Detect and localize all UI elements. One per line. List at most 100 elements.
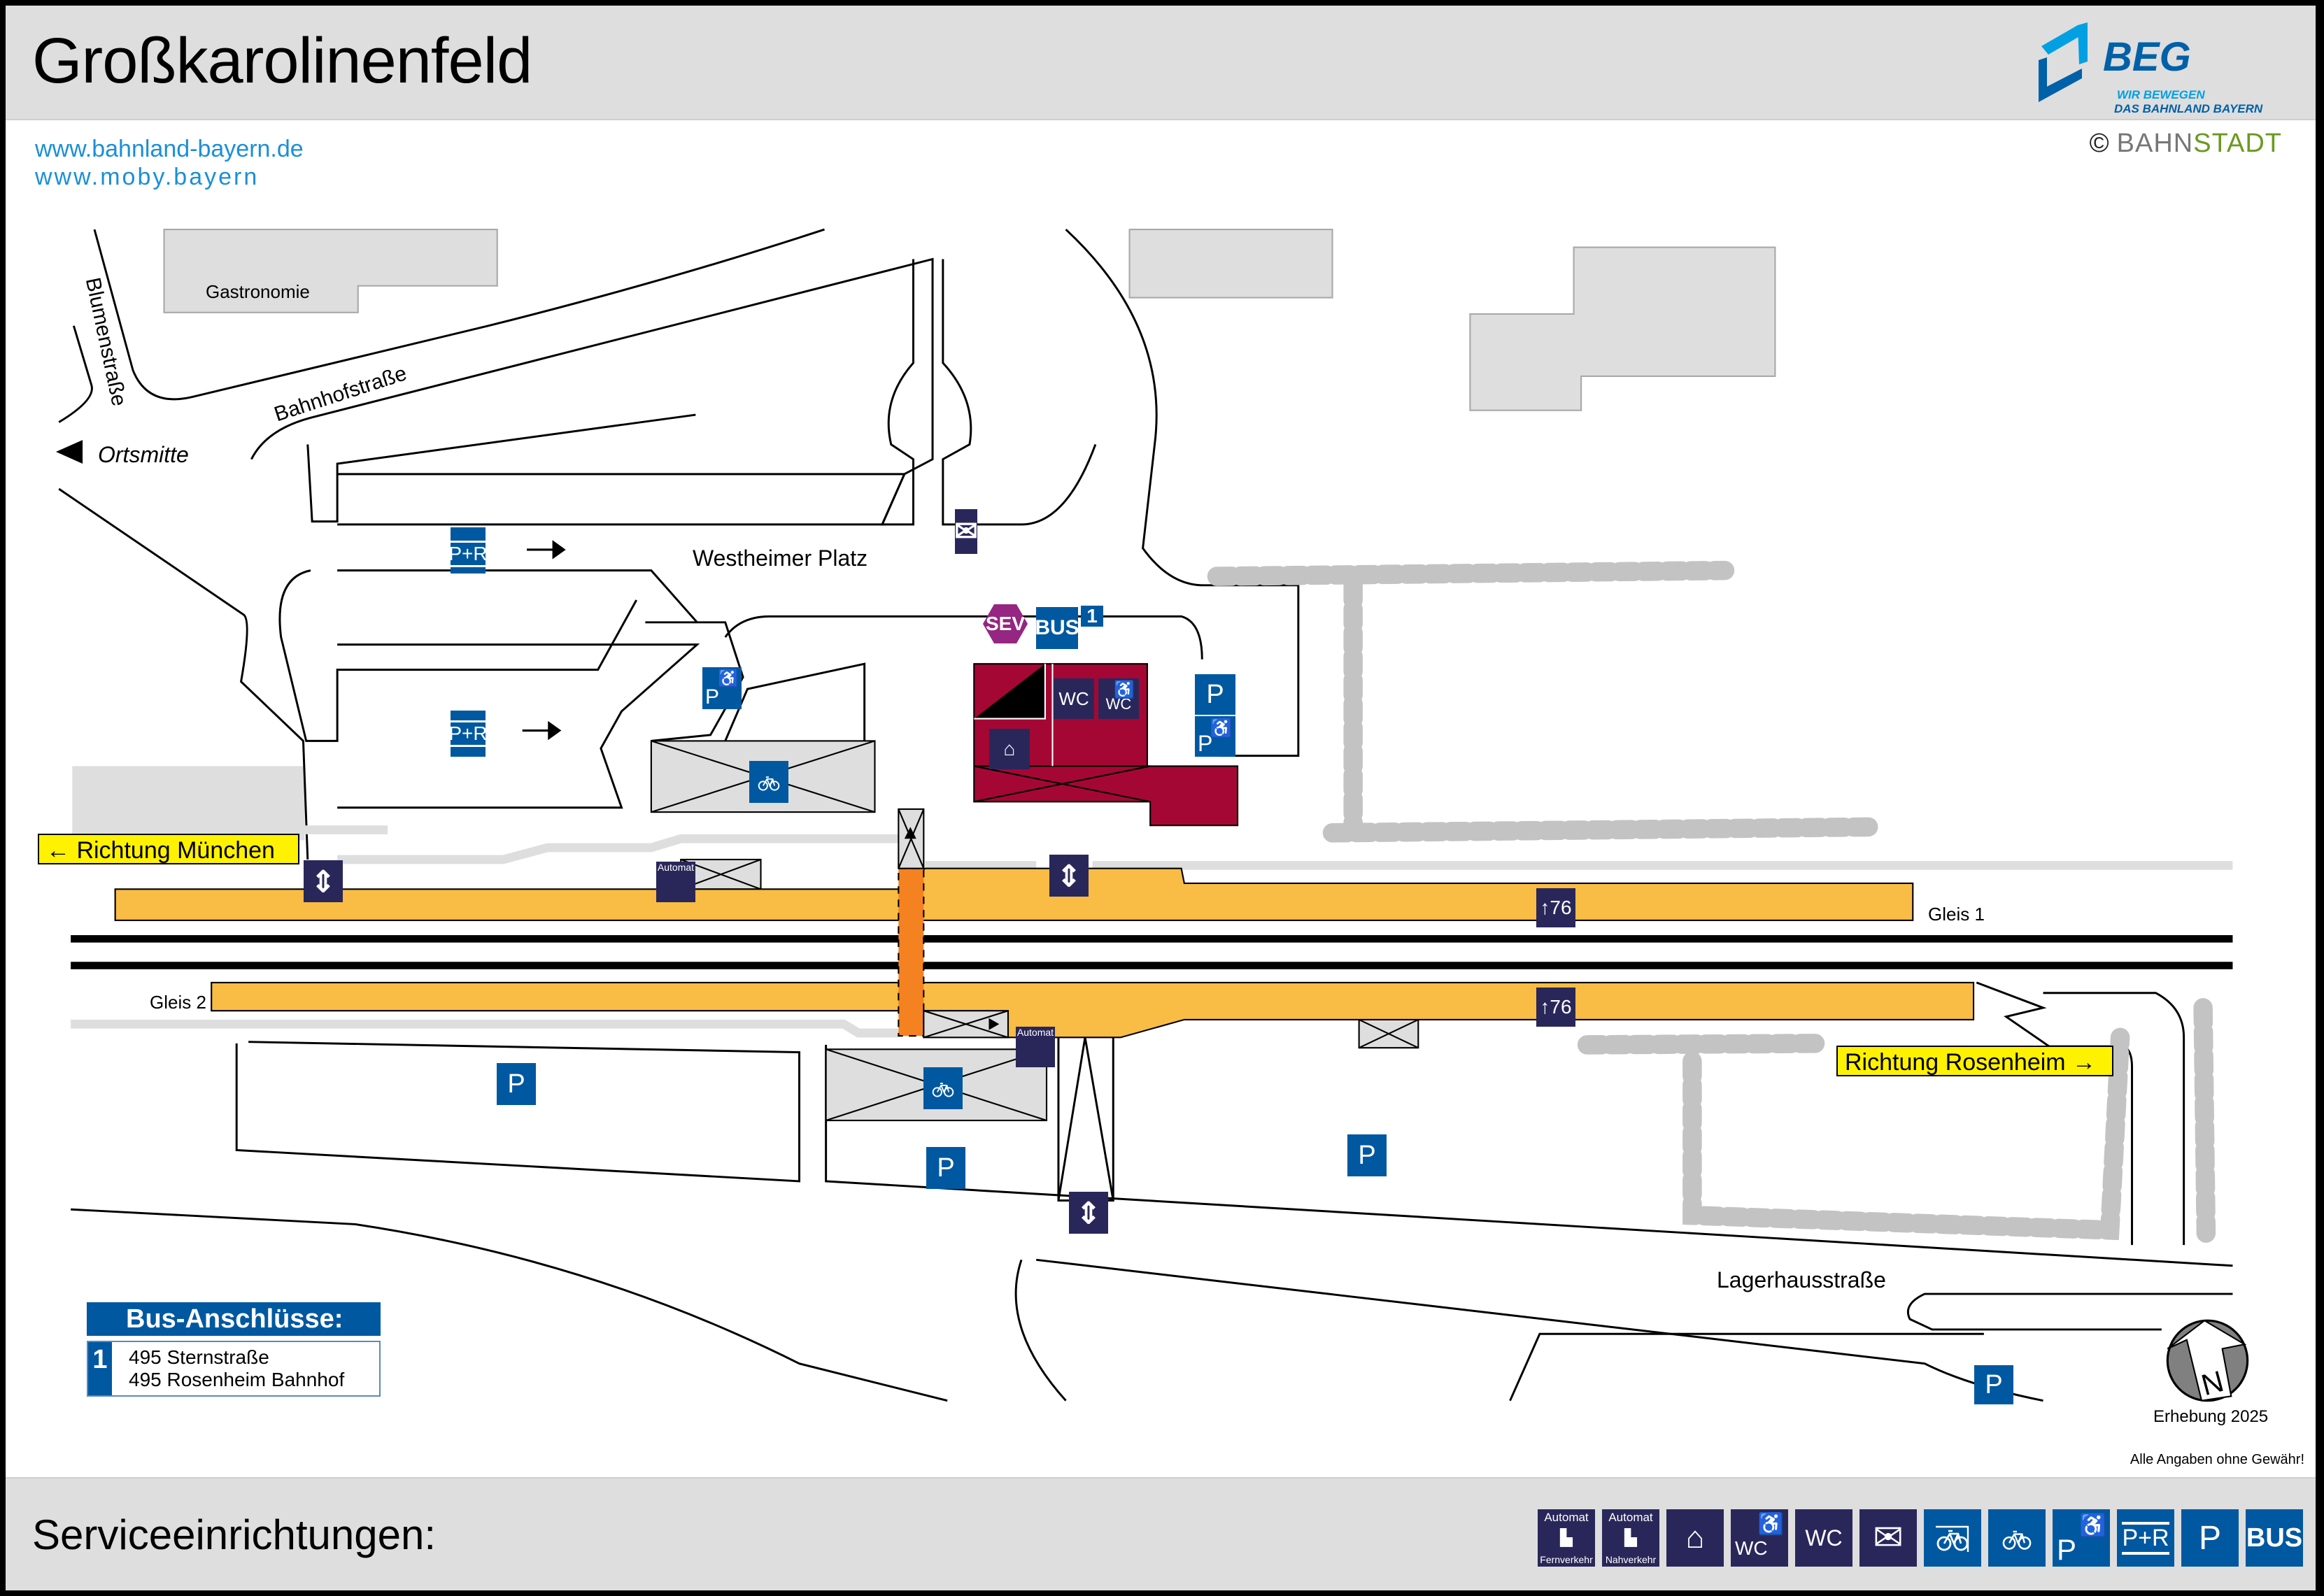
legend-label-bottom: Nahverkehr bbox=[1605, 1554, 1657, 1565]
legend-label: WC bbox=[1735, 1537, 1768, 1559]
lift-sign-south[interactable]: ⇕ bbox=[1069, 1192, 1108, 1234]
platform-height-value: 76 bbox=[1550, 996, 1572, 1018]
parking-sign-station[interactable]: P bbox=[1195, 674, 1235, 715]
automat-label: Automat bbox=[657, 862, 695, 873]
bus-connections-title: Bus-Anschlüsse: bbox=[87, 1302, 381, 1336]
automat-label: Automat bbox=[1016, 1027, 1054, 1038]
street-outlines bbox=[58, 228, 2233, 1402]
link-moby-bayern[interactable]: www.moby.bayern bbox=[35, 164, 260, 190]
legend-label-bottom: Fernverkehr bbox=[1540, 1554, 1593, 1565]
bus-stop-number-badge[interactable]: 1 bbox=[1081, 605, 1103, 627]
legend-label: P bbox=[2198, 1519, 2221, 1557]
hedges bbox=[1207, 560, 2216, 1243]
ticket-machine-regional-icon[interactable]: Automat ▙ Nahverkehr bbox=[1602, 1509, 1659, 1567]
platform-height-value: 76 bbox=[1550, 897, 1572, 918]
bus-icon[interactable]: BUS bbox=[2246, 1509, 2303, 1567]
direction-sign-rosenheim: Richtung Rosenheim → bbox=[1836, 1046, 2113, 1076]
label-gleis-1: Gleis 1 bbox=[1928, 904, 1985, 925]
parking-icon[interactable]: P bbox=[2181, 1509, 2239, 1567]
disclaimer: Alle Angaben ohne Gewähr! bbox=[2130, 1452, 2304, 1467]
legend-label-top: Automat bbox=[1544, 1511, 1589, 1524]
station-map-page: N Gastronomie Blumenstraße Bahnhofstraße… bbox=[6, 6, 2316, 1590]
link-bahnland-bayern[interactable]: www.bahnland-bayern.de bbox=[35, 136, 304, 162]
parking-sign-south-east[interactable]: P bbox=[1347, 1134, 1387, 1176]
beg-logo[interactable]: BEG WIR BEWEGEN DAS BAHNLAND BAYERN bbox=[2036, 13, 2288, 117]
legend-label: WC bbox=[1805, 1525, 1843, 1551]
wheelchair-icon: ♿ bbox=[718, 669, 739, 688]
waiting-room-icon[interactable]: ⌂ bbox=[1666, 1509, 1724, 1567]
accessible-wc-icon[interactable]: WC ♿ bbox=[1731, 1509, 1788, 1567]
wheelchair-icon: ♿ bbox=[2079, 1513, 2107, 1538]
park-and-ride-label: P+R bbox=[448, 720, 488, 747]
ticket-glyph: ▙ bbox=[1624, 1529, 1637, 1546]
legend-label-top: Automat bbox=[1608, 1511, 1653, 1524]
bike-glyph bbox=[2002, 1530, 2032, 1550]
ticket-machine-long-distance-icon[interactable]: Automat ▙ Fernverkehr bbox=[1538, 1509, 1595, 1567]
bike-parking-icon[interactable] bbox=[1988, 1509, 2046, 1567]
gastronomie-building bbox=[163, 229, 498, 313]
bus-stop-number: 1 bbox=[88, 1342, 112, 1395]
header: Großkarolinenfeld BEG WIR BEWEGEN DAS BA… bbox=[6, 6, 2316, 120]
covered-bike-parking-icon[interactable] bbox=[1924, 1509, 1981, 1567]
waiting-room-sign[interactable]: ⌂ bbox=[989, 729, 1030, 769]
lift-sign-center[interactable]: ⇕ bbox=[1049, 855, 1089, 897]
beg-tagline-1: WIR BEWEGEN bbox=[2117, 88, 2205, 101]
accessible-wc-sign[interactable]: WC ♿ bbox=[1098, 678, 1139, 719]
ticket-machine-gleis2[interactable]: Automat bbox=[1016, 1027, 1055, 1067]
copyright-part-2: STADT bbox=[2193, 129, 2282, 158]
legend-label: P+R bbox=[2122, 1521, 2169, 1555]
platform-gleis-1 bbox=[114, 867, 1914, 921]
stairs-south bbox=[923, 1010, 1009, 1039]
park-and-ride-sign-north[interactable]: P+R bbox=[448, 527, 488, 573]
bus-line: 495 Rosenheim Bahnhof bbox=[129, 1369, 345, 1390]
building-north bbox=[1128, 229, 1333, 299]
ortsmitte-arrow-icon bbox=[55, 440, 83, 464]
parking-sign-south-west[interactable]: P bbox=[497, 1063, 536, 1105]
beg-tagline-2: DAS BAHNLAND BAYERN bbox=[2114, 102, 2263, 115]
wc-sign[interactable]: WC bbox=[1054, 678, 1094, 719]
shelter-gleis2 bbox=[1358, 1018, 1419, 1049]
accessible-parking-sign-station[interactable]: P ♿ bbox=[1195, 716, 1235, 757]
legend-label: BUS bbox=[2246, 1523, 2303, 1553]
ticket-machine-gleis1[interactable]: Automat bbox=[656, 862, 695, 902]
label-ortsmitte: Ortsmitte bbox=[98, 442, 189, 467]
covered-bike-parking-sign-north[interactable] bbox=[749, 761, 788, 803]
mailbox-icon[interactable]: ✉ bbox=[954, 509, 978, 554]
bike-icon bbox=[932, 1083, 954, 1097]
track-2 bbox=[71, 962, 2233, 969]
parking-label: P bbox=[1985, 1369, 2003, 1399]
accessible-parking-icon[interactable]: P ♿ bbox=[2053, 1509, 2110, 1567]
wc-icon[interactable]: WC bbox=[1795, 1509, 1852, 1567]
street-lagerhausstrasse: Lagerhausstraße bbox=[1717, 1267, 1886, 1292]
building-northeast bbox=[1469, 246, 1776, 411]
bus-label: BUS bbox=[1035, 616, 1079, 639]
platform-height-sign-gleis1: ↑76 bbox=[1536, 888, 1575, 927]
lift-sign-west[interactable]: ⇕ bbox=[304, 860, 343, 902]
park-and-ride-sign-south[interactable]: P+R bbox=[448, 711, 488, 757]
track-1 bbox=[71, 935, 2233, 943]
covered-bike-parking-sign-south[interactable] bbox=[923, 1067, 963, 1109]
label-gastronomie: Gastronomie bbox=[206, 281, 310, 302]
wheelchair-icon: ♿ bbox=[1210, 718, 1233, 739]
footpaths bbox=[71, 825, 2233, 1038]
label-gleis-2: Gleis 2 bbox=[150, 992, 206, 1013]
parking-label: P bbox=[1358, 1140, 1376, 1170]
parking-sign-south-center[interactable]: P bbox=[926, 1147, 965, 1189]
mailbox-icon[interactable]: ✉ bbox=[1859, 1509, 1917, 1567]
bus-connection-row: 1 495 Sternstraße 495 Rosenheim Bahnhof bbox=[87, 1341, 381, 1397]
station-map: N bbox=[55, 228, 2249, 1402]
station-building bbox=[973, 663, 1239, 827]
platform-height-sign-gleis2: ↑76 bbox=[1536, 988, 1575, 1027]
accessible-parking-sign-west[interactable]: P ♿ bbox=[702, 667, 742, 709]
stairs-north bbox=[898, 808, 925, 869]
ticket-glyph: ▙ bbox=[1560, 1529, 1573, 1546]
platform-gleis-2 bbox=[211, 981, 1975, 1039]
beg-logo-mark-icon bbox=[2039, 22, 2088, 102]
parking-sign-far-east[interactable]: P bbox=[1974, 1365, 2013, 1404]
building-west bbox=[72, 766, 305, 841]
park-and-ride-icon[interactable]: P+R bbox=[2117, 1509, 2174, 1567]
wheelchair-icon: ♿ bbox=[1757, 1513, 1784, 1536]
bus-line: 495 Sternstraße bbox=[129, 1346, 269, 1368]
bus-stop-sign[interactable]: BUS bbox=[1035, 607, 1079, 649]
